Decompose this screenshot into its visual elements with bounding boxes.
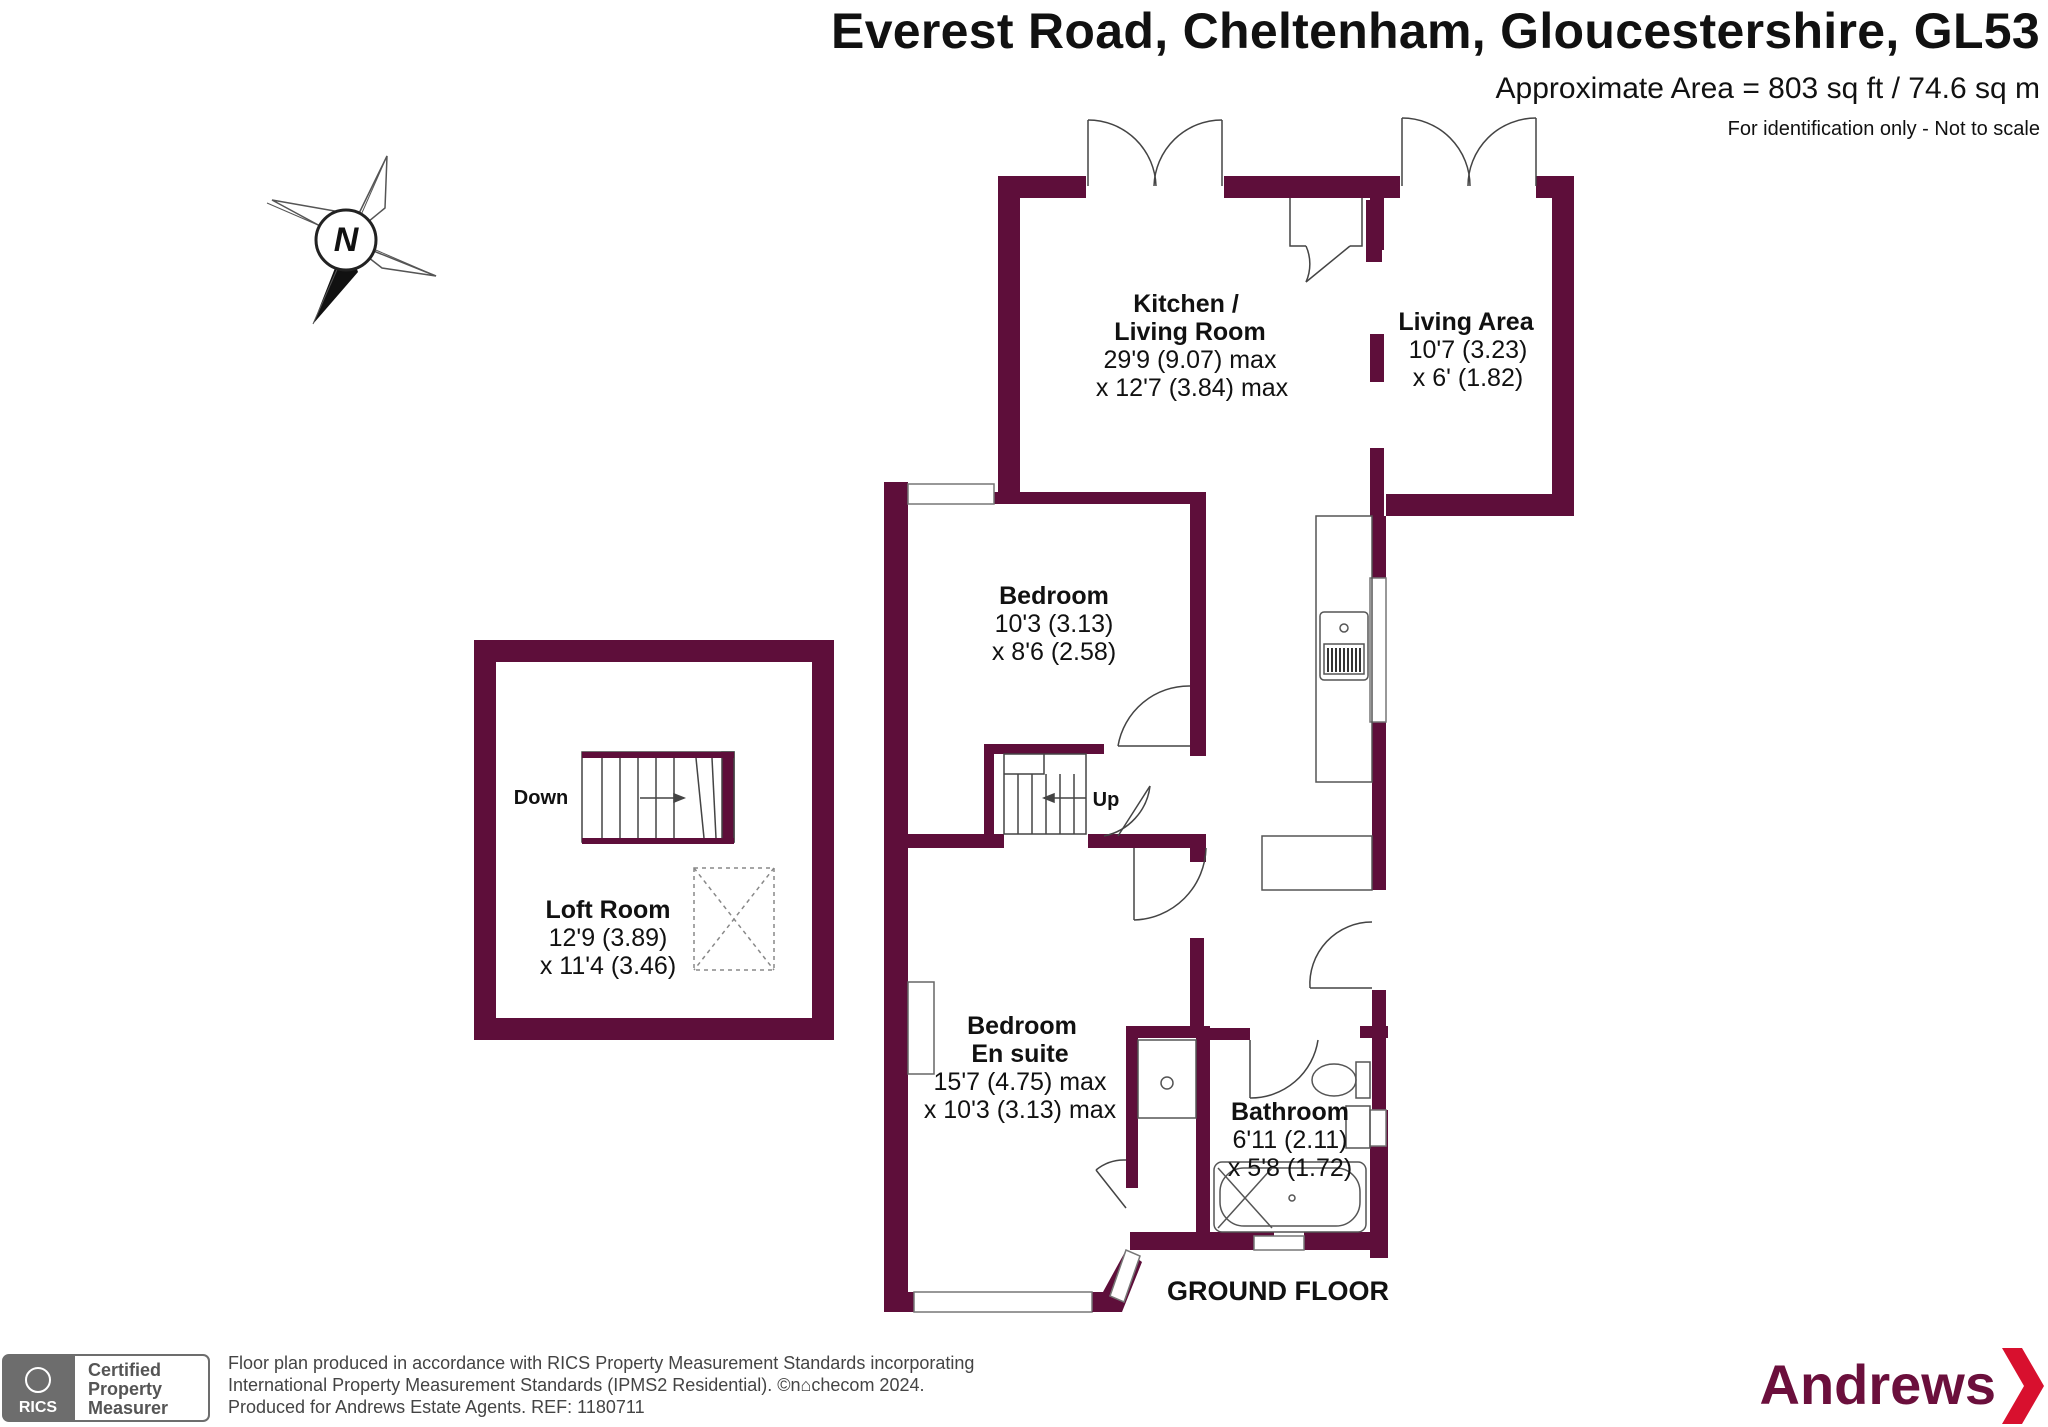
approximate-area: Approximate Area = 803 sq ft / 74.6 sq m (1495, 72, 2040, 105)
floor-label: GROUND FLOOR (1167, 1276, 1389, 1306)
andrews-logo-text: Andrews (1759, 1353, 1997, 1416)
compass-icon: N (266, 155, 437, 325)
rics-org-label: RICS (19, 1399, 58, 1416)
interior-doors (1095, 685, 1373, 1209)
footer-line-3: Produced for Andrews Estate Agents. REF:… (228, 1397, 645, 1417)
windows (907, 483, 1387, 1313)
roof-window (693, 867, 775, 971)
svg-text:Bedroom: Bedroom (967, 1012, 1077, 1040)
andrews-chevron-icon (2002, 1348, 2044, 1424)
svg-text:x 11'4 (3.46): x 11'4 (3.46) (540, 952, 676, 980)
svg-text:Bedroom: Bedroom (999, 582, 1109, 610)
svg-text:Kitchen /: Kitchen / (1133, 290, 1239, 318)
room-label-bedroom-ensuite: Bedroom En suite 15'7 (4.75) max x 10'3 … (924, 1012, 1117, 1124)
svg-text:x 6' (1.82): x 6' (1.82) (1413, 364, 1523, 392)
svg-text:6'11 (2.11): 6'11 (2.11) (1232, 1126, 1347, 1154)
svg-text:29'9 (9.07) max: 29'9 (9.07) max (1104, 346, 1277, 374)
svg-text:Living Room: Living Room (1114, 318, 1265, 346)
room-label-living-area: Living Area 10'7 (3.23) x 6' (1.82) (1398, 308, 1534, 392)
footer-line-1: Floor plan produced in accordance with R… (228, 1353, 975, 1373)
rics-line2: Property (88, 1379, 162, 1399)
wardrobe (907, 981, 935, 1075)
rics-line1: Certified (88, 1360, 161, 1380)
footer-line-2: International Property Measurement Stand… (228, 1375, 925, 1395)
property-address-title: Everest Road, Cheltenham, Gloucestershir… (831, 3, 2040, 59)
french-doors (1087, 117, 1537, 187)
identification-note: For identification only - Not to scale (1727, 118, 2040, 140)
room-label-loft: Loft Room 12'9 (3.89) x 11'4 (3.46) (540, 896, 676, 980)
svg-text:x 5'8 (1.72): x 5'8 (1.72) (1228, 1154, 1352, 1182)
compass-north-label: N (334, 221, 360, 259)
svg-text:Living Area: Living Area (1398, 308, 1534, 336)
footer-disclaimer: Floor plan produced in accordance with R… (228, 1352, 974, 1418)
svg-text:x 8'6 (2.58): x 8'6 (2.58) (992, 638, 1116, 666)
room-label-bedroom: Bedroom 10'3 (3.13) x 8'6 (2.58) (992, 582, 1116, 666)
kitchen-worktop (1261, 515, 1373, 891)
staircase-down (581, 751, 735, 844)
svg-text:x 12'7 (3.84) max: x 12'7 (3.84) max (1096, 374, 1289, 402)
room-label-bathroom: Bathroom 6'11 (2.11) x 5'8 (1.72) (1228, 1098, 1352, 1182)
shower-tray (1137, 1039, 1197, 1119)
loft-walls (474, 640, 834, 1040)
svg-text:12'9 (3.89): 12'9 (3.89) (549, 924, 668, 952)
stairs-down-label: Down (514, 787, 568, 809)
svg-text:Loft Room: Loft Room (546, 896, 671, 924)
svg-text:x 10'3 (3.13) max: x 10'3 (3.13) max (924, 1096, 1117, 1124)
room-label-kitchen: Kitchen / Living Room 29'9 (9.07) max x … (1096, 290, 1289, 402)
svg-text:15'7 (4.75) max: 15'7 (4.75) max (934, 1068, 1107, 1096)
svg-text:Bathroom: Bathroom (1231, 1098, 1349, 1126)
stairs-up-label: Up (1093, 789, 1120, 811)
svg-text:10'7 (3.23): 10'7 (3.23) (1409, 336, 1528, 364)
svg-text:En suite: En suite (971, 1040, 1068, 1068)
walls (884, 176, 1574, 1312)
rics-line3: Measurer (88, 1398, 168, 1418)
bathroom-fittings (1213, 1061, 1371, 1233)
svg-text:10'3 (3.13): 10'3 (3.13) (995, 610, 1114, 638)
rics-badge: RICS Certified Property Measurer (2, 1354, 210, 1422)
cupboard (1289, 198, 1382, 283)
staircase-up (1003, 753, 1087, 835)
rics-lion-icon (25, 1367, 51, 1393)
